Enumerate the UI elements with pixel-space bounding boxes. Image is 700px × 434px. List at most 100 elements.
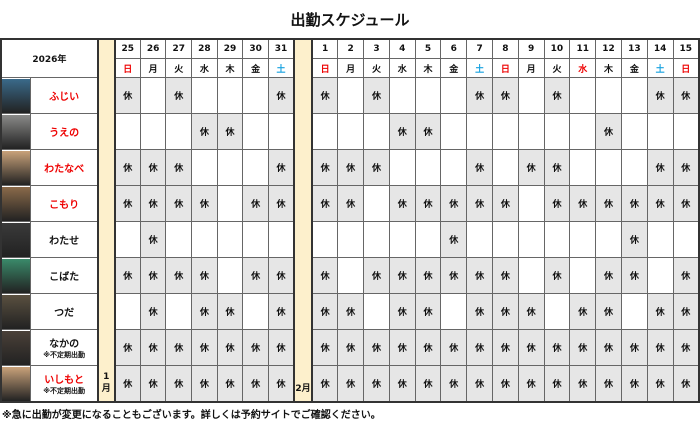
weekday-cell: 水 bbox=[569, 58, 597, 78]
day-off-cell: 休 bbox=[311, 329, 339, 366]
work-day-cell bbox=[114, 293, 141, 330]
day-off-cell: 休 bbox=[543, 149, 571, 186]
date-cell: 15 bbox=[672, 38, 700, 59]
day-off-cell: 休 bbox=[646, 293, 674, 330]
day-off-cell: 休 bbox=[672, 149, 700, 186]
day-off-cell: 休 bbox=[646, 149, 674, 186]
weekday-cell: 火 bbox=[543, 58, 571, 78]
work-day-cell bbox=[242, 149, 269, 186]
staff-name: なかの bbox=[49, 339, 80, 350]
day-off-cell: 休 bbox=[242, 329, 269, 366]
work-day-cell bbox=[414, 149, 442, 186]
day-off-cell: 休 bbox=[139, 221, 167, 258]
work-day-cell bbox=[388, 221, 416, 258]
weekday-cell: 土 bbox=[267, 58, 295, 78]
day-off-cell: 休 bbox=[491, 329, 519, 366]
staff-name: こばた bbox=[49, 272, 80, 283]
date-cell: 31 bbox=[267, 38, 295, 59]
work-day-cell bbox=[267, 113, 295, 150]
day-off-cell: 休 bbox=[440, 257, 468, 294]
day-off-cell: 休 bbox=[363, 149, 390, 186]
avatar bbox=[2, 222, 30, 257]
day-off-cell: 休 bbox=[165, 329, 193, 366]
day-off-cell: 休 bbox=[517, 365, 545, 403]
staff-photo bbox=[0, 77, 32, 114]
work-day-cell bbox=[620, 113, 648, 150]
staff-name-cell: うえの bbox=[30, 113, 99, 150]
work-day-cell bbox=[311, 221, 339, 258]
avatar bbox=[2, 78, 30, 113]
weekday-cell: 月 bbox=[139, 58, 167, 78]
day-off-cell: 休 bbox=[267, 257, 295, 294]
day-off-cell: 休 bbox=[165, 149, 193, 186]
day-off-cell: 休 bbox=[363, 329, 390, 366]
day-off-cell: 休 bbox=[569, 293, 597, 330]
day-off-cell: 休 bbox=[414, 185, 442, 222]
day-off-cell: 休 bbox=[337, 365, 365, 403]
weekday-cell: 月 bbox=[517, 58, 545, 78]
day-off-cell: 休 bbox=[543, 329, 571, 366]
day-off-cell: 休 bbox=[620, 185, 648, 222]
work-day-cell bbox=[216, 149, 244, 186]
day-off-cell: 休 bbox=[672, 365, 700, 403]
work-day-cell bbox=[569, 257, 597, 294]
day-off-cell: 休 bbox=[414, 329, 442, 366]
staff-name: わたなべ bbox=[44, 164, 85, 175]
day-off-cell: 休 bbox=[595, 185, 622, 222]
date-cell: 2 bbox=[337, 38, 365, 59]
day-off-cell: 休 bbox=[165, 365, 193, 403]
date-cell: 6 bbox=[440, 38, 468, 59]
day-off-cell: 休 bbox=[414, 257, 442, 294]
work-day-cell bbox=[216, 257, 244, 294]
day-off-cell: 休 bbox=[672, 77, 700, 114]
work-day-cell bbox=[139, 77, 167, 114]
day-off-cell: 休 bbox=[646, 185, 674, 222]
day-off-cell: 休 bbox=[216, 293, 244, 330]
work-day-cell bbox=[337, 113, 365, 150]
day-off-cell: 休 bbox=[216, 113, 244, 150]
work-day-cell bbox=[595, 77, 622, 114]
staff-photo bbox=[0, 113, 32, 150]
staff-photo bbox=[0, 221, 32, 258]
day-off-cell: 休 bbox=[114, 149, 141, 186]
day-off-cell: 休 bbox=[191, 113, 218, 150]
work-day-cell bbox=[620, 77, 648, 114]
work-day-cell bbox=[363, 113, 390, 150]
work-day-cell bbox=[491, 113, 519, 150]
day-off-cell: 休 bbox=[440, 365, 468, 403]
work-day-cell bbox=[466, 113, 493, 150]
weekday-cell: 水 bbox=[191, 58, 218, 78]
day-off-cell: 休 bbox=[114, 77, 141, 114]
day-off-cell: 休 bbox=[267, 293, 295, 330]
weekday-cell: 日 bbox=[311, 58, 339, 78]
day-off-cell: 休 bbox=[242, 365, 269, 403]
date-cell: 9 bbox=[517, 38, 545, 59]
day-off-cell: 休 bbox=[646, 329, 674, 366]
day-off-cell: 休 bbox=[191, 293, 218, 330]
date-cell: 7 bbox=[466, 38, 493, 59]
day-off-cell: 休 bbox=[466, 257, 493, 294]
work-day-cell bbox=[363, 221, 390, 258]
day-off-cell: 休 bbox=[517, 329, 545, 366]
day-off-cell: 休 bbox=[491, 257, 519, 294]
staff-row: こばた休休休休休休休休休休休休休休休休休 bbox=[0, 257, 700, 294]
day-off-cell: 休 bbox=[139, 257, 167, 294]
avatar bbox=[2, 294, 30, 329]
day-off-cell: 休 bbox=[595, 329, 622, 366]
date-cell: 30 bbox=[242, 38, 269, 59]
day-off-cell: 休 bbox=[114, 257, 141, 294]
day-off-cell: 休 bbox=[114, 329, 141, 366]
date-cell: 11 bbox=[569, 38, 597, 59]
day-off-cell: 休 bbox=[311, 149, 339, 186]
work-day-cell bbox=[414, 221, 442, 258]
day-off-cell: 休 bbox=[388, 185, 416, 222]
work-day-cell bbox=[440, 113, 468, 150]
staff-name-cell: いしもと※不定期出勤 bbox=[30, 365, 99, 403]
day-off-cell: 休 bbox=[337, 149, 365, 186]
day-off-cell: 休 bbox=[139, 293, 167, 330]
day-off-cell: 休 bbox=[491, 77, 519, 114]
avatar bbox=[2, 330, 30, 365]
staff-row: つだ休休休休休休休休休休休休休休休 bbox=[0, 293, 700, 330]
staff-photo bbox=[0, 365, 32, 403]
